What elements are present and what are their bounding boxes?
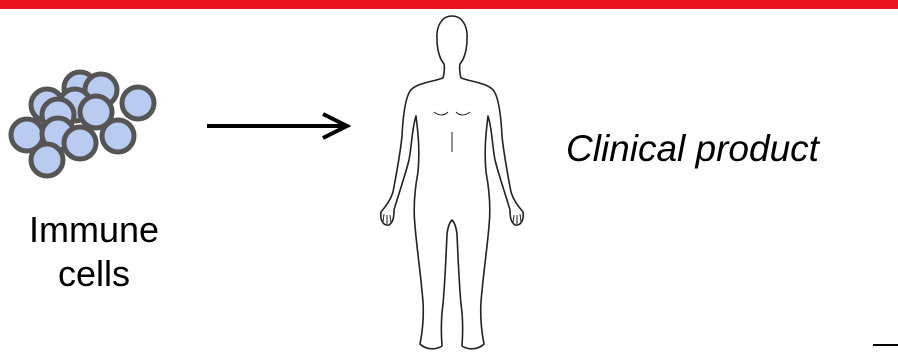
immune-cell xyxy=(122,87,154,119)
right-arrow-icon xyxy=(205,112,355,140)
immune-cells-label: Immune cells xyxy=(0,208,188,296)
divider-line-fragment xyxy=(873,344,898,346)
clinical-product-label: Clinical product xyxy=(566,128,819,170)
human-body-outline-icon xyxy=(372,12,532,358)
immune-cell xyxy=(31,144,63,176)
immune-cell xyxy=(64,127,96,159)
immune-cells-label-line2: cells xyxy=(0,252,188,296)
immune-cells-label-line1: Immune xyxy=(0,208,188,252)
immune-cell xyxy=(102,120,134,152)
immune-cells-cluster-icon xyxy=(0,60,170,190)
top-accent-bar xyxy=(0,0,898,9)
